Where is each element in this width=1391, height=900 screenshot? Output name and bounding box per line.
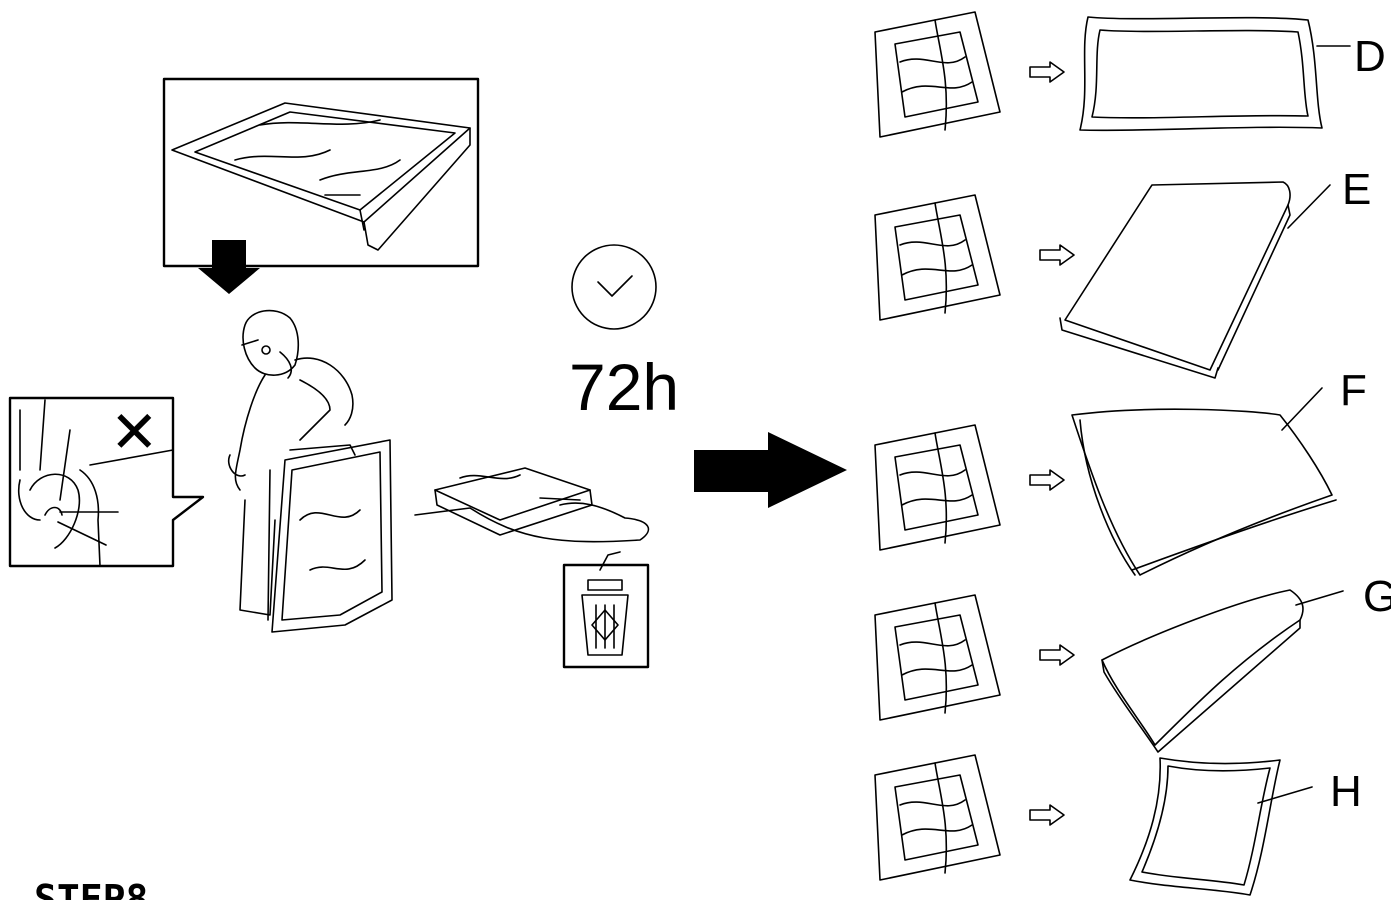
product-shape [1130,758,1280,895]
leader-line [1296,591,1343,605]
leader-line [1282,388,1322,430]
leader-line [1288,185,1330,228]
arrow-right-icon [694,432,847,508]
product-label-g: G [1363,572,1391,621]
trash-bin-icon [564,552,648,667]
clock-icon [572,245,656,329]
small-arrow-icon [1040,645,1074,665]
small-arrow-icon [1030,470,1064,490]
step-label: STEP8 [34,877,148,900]
product-shape [1080,17,1322,130]
product-row-e: E [875,165,1371,378]
product-row-f: F [875,366,1367,575]
product-label-h: H [1330,767,1362,816]
forbidden-x-mark: ✕ [110,398,159,466]
small-arrow-icon [1030,805,1064,825]
product-row-d: D [875,12,1386,137]
product-label-d: D [1354,32,1386,81]
product-row-h: H [875,755,1362,895]
small-arrow-icon [1030,62,1064,82]
packed-mattress-inset [164,79,478,266]
leader-line [1258,787,1312,803]
product-label-e: E [1342,165,1371,214]
product-shape [1060,182,1290,378]
person-removing-packaging [229,311,355,615]
no-sharp-tools-inset [10,398,203,566]
packed-item [875,595,1000,720]
product-shape [1102,590,1303,752]
product-label-f: F [1340,366,1367,415]
product-shape [1072,409,1336,575]
small-arrow-icon [1040,245,1074,265]
product-rows: D E F G H [875,12,1391,895]
plastic-bag [268,440,392,632]
wait-duration: 72h [569,350,679,424]
packed-item [875,755,1000,880]
packed-item [875,195,1000,320]
packed-item [875,425,1000,550]
packed-item [875,12,1000,137]
product-row-g: G [875,572,1391,752]
discarded-packaging [415,468,648,542]
